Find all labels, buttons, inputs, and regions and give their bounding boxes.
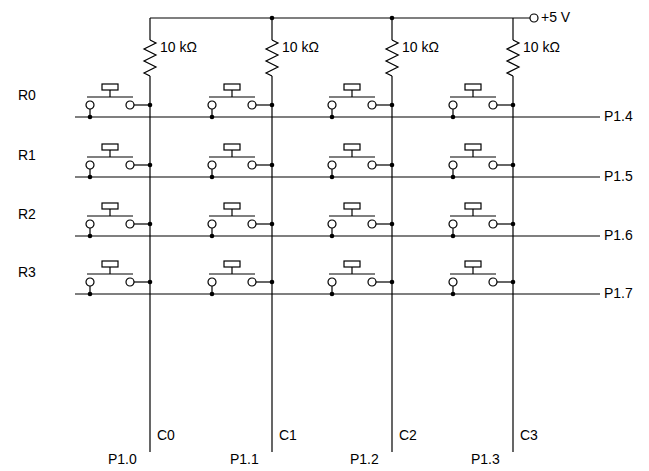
resistor-symbol (507, 18, 519, 98)
resistor-symbol (144, 18, 156, 98)
switch-symbol (449, 203, 515, 238)
resistor-value: 10 kΩ (160, 40, 197, 55)
resistor-symbol (386, 18, 398, 98)
supply-terminal (530, 14, 538, 22)
switch-symbol (449, 261, 515, 296)
row-label: R0 (18, 88, 36, 103)
switch-symbol (86, 203, 152, 238)
pin-label: P1.4 (604, 109, 633, 124)
resistor-value: 10 kΩ (402, 40, 439, 55)
pin-label: P1.5 (604, 169, 633, 184)
row-label: R3 (18, 265, 36, 280)
switch-symbol (208, 84, 274, 119)
pin-label: P1.2 (350, 452, 379, 467)
switch-symbol (449, 144, 515, 179)
switch-symbol (328, 261, 394, 296)
pin-label: P1.1 (230, 452, 259, 467)
wires (75, 18, 600, 452)
column-label: C2 (399, 428, 417, 443)
switch-symbol (86, 261, 152, 296)
column-label: C1 (279, 428, 297, 443)
pin-label: P1.6 (604, 228, 633, 243)
switch-symbol (328, 144, 394, 179)
switch-symbol (208, 203, 274, 238)
resistor-value: 10 kΩ (523, 40, 560, 55)
switch-symbol (86, 84, 152, 119)
pin-label: P1.0 (108, 452, 137, 467)
column-label: C0 (157, 428, 175, 443)
switch-symbol (86, 144, 152, 179)
switch-symbol (328, 203, 394, 238)
switch-symbol (449, 84, 515, 119)
pin-label: P1.7 (604, 286, 633, 301)
switch-symbol (208, 261, 274, 296)
resistor-value: 10 kΩ (282, 40, 319, 55)
supply-label: +5 V (541, 10, 570, 25)
switch-symbol (328, 84, 394, 119)
pin-label: P1.3 (471, 452, 500, 467)
resistor-symbol (266, 18, 278, 98)
row-label: R2 (18, 207, 36, 222)
switch-symbol (208, 144, 274, 179)
row-label: R1 (18, 148, 36, 163)
column-label: C3 (520, 428, 538, 443)
